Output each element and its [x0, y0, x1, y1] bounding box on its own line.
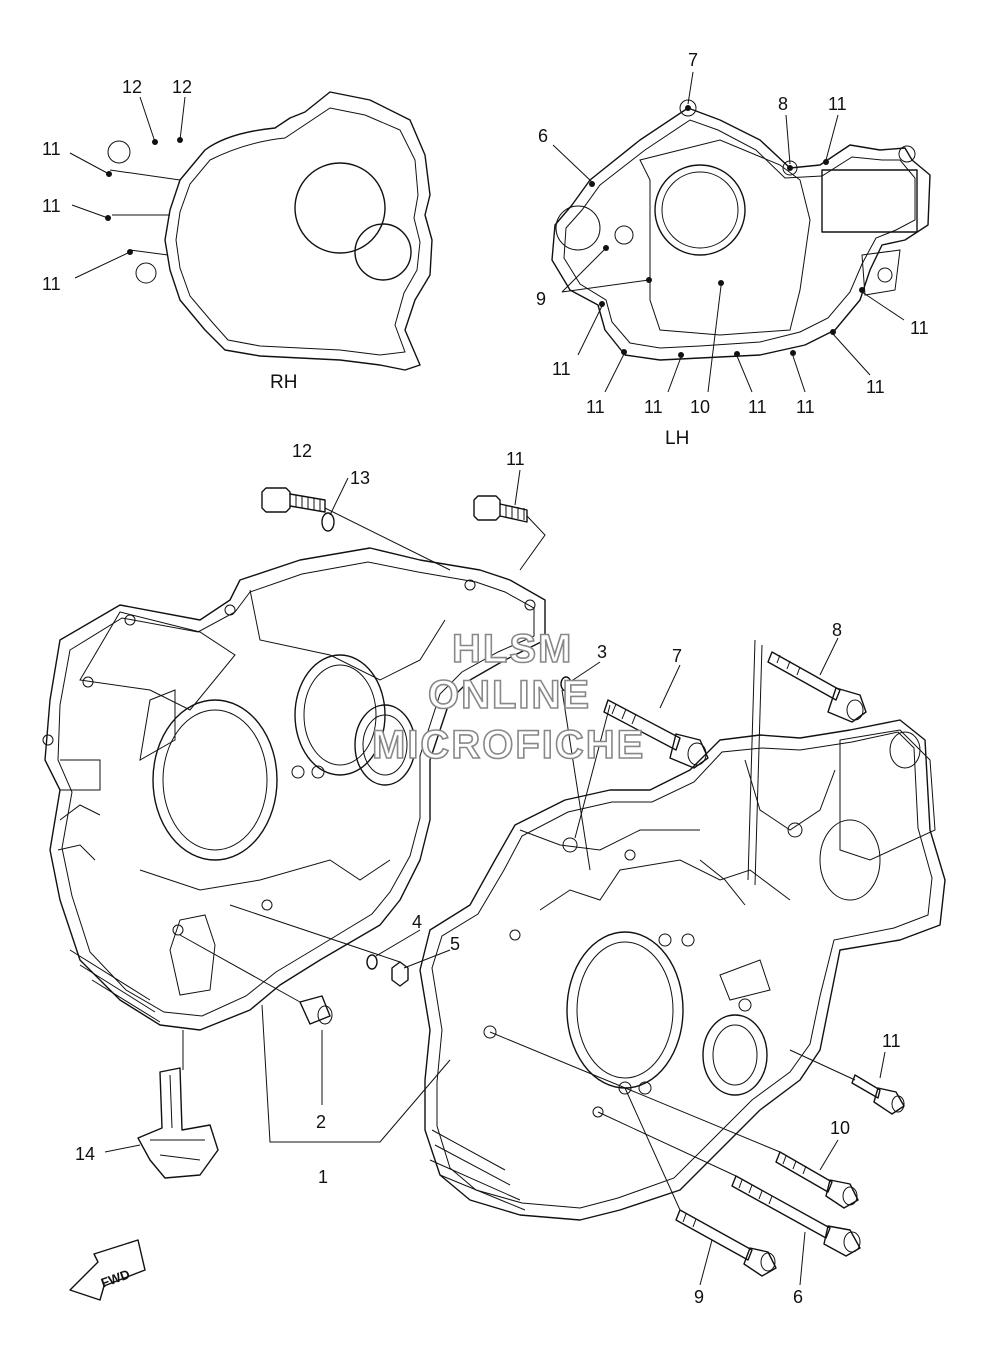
- callout-label: 12: [172, 77, 192, 97]
- callout-label: 12: [292, 441, 312, 461]
- callout-label: 11: [586, 397, 605, 417]
- rh-crankcase-half: [42, 547, 546, 1031]
- dowel-3: [560, 676, 572, 692]
- callout-label: 6: [538, 126, 548, 146]
- callout-label: 1: [318, 1167, 328, 1187]
- bolt-9: [675, 1209, 777, 1277]
- exploded-leader-lines: [104, 469, 886, 1286]
- bolt-12: [261, 487, 326, 513]
- dowel-5: [391, 961, 409, 987]
- bolt-10: [775, 1151, 859, 1209]
- bolt-6: [731, 1175, 861, 1257]
- callout-label: 7: [672, 646, 682, 666]
- callout-label: 11: [42, 274, 61, 294]
- callout-label: 11: [748, 397, 767, 417]
- callout-label: 11: [882, 1031, 901, 1051]
- washer-13: [321, 512, 335, 532]
- callout-label: 3: [597, 642, 607, 662]
- callout-label: 10: [830, 1118, 850, 1138]
- callout-label: 7: [688, 50, 698, 70]
- callout-label: 11: [42, 196, 61, 216]
- callout-label: 8: [778, 94, 788, 114]
- rh-gasket: [105, 91, 433, 371]
- fwd-arrow: FWD: [69, 1239, 146, 1301]
- callout-label: 11: [644, 397, 663, 417]
- watermark-line-3: MICROFICHE: [372, 723, 645, 767]
- callout-label: 14: [75, 1144, 95, 1164]
- lh-callout-leaders: [552, 71, 905, 393]
- callout-label: 13: [350, 468, 370, 488]
- callout-numbers: 12 12 11 11 11 7 8 11 6 9 11 11 11 11 11…: [42, 50, 929, 1307]
- callout-label: 11: [866, 377, 885, 397]
- watermark-line-2: ONLINE: [428, 673, 591, 717]
- strainer-14: [137, 1067, 219, 1179]
- callout-label: 11: [910, 318, 929, 338]
- lh-label: LH: [665, 428, 689, 449]
- callout-label: 11: [828, 94, 847, 114]
- callout-label: 4: [412, 912, 422, 932]
- callout-label: 6: [793, 1287, 803, 1307]
- lh-crankcase-half: [419, 719, 946, 1221]
- bolt-11-top: [473, 495, 528, 523]
- callout-label: 10: [690, 397, 710, 417]
- callout-label: 11: [796, 397, 815, 417]
- bolt-7: [603, 699, 709, 769]
- callout-label: 9: [694, 1287, 704, 1307]
- watermark-line-1: HLSM: [452, 627, 573, 671]
- lh-gasket: [551, 99, 931, 361]
- fwd-label: FWD: [99, 1266, 132, 1290]
- callout-label: 5: [450, 934, 460, 954]
- callout-label: 9: [536, 289, 546, 309]
- callout-label: 11: [506, 449, 525, 469]
- o-ring-4: [366, 954, 378, 970]
- callout-label: 2: [316, 1112, 326, 1132]
- bolt-11-right: [851, 1074, 905, 1115]
- rh-label: RH: [270, 372, 297, 393]
- callout-label: 11: [42, 139, 61, 159]
- dowel-2: [299, 995, 333, 1025]
- callout-label: 8: [832, 620, 842, 640]
- callout-label: 11: [552, 359, 571, 379]
- callout-label: 12: [122, 77, 142, 97]
- bolt-8: [767, 651, 867, 723]
- watermark: HLSM ONLINE MICROFICHE: [371, 626, 645, 768]
- rh-callout-leaders: [69, 96, 186, 279]
